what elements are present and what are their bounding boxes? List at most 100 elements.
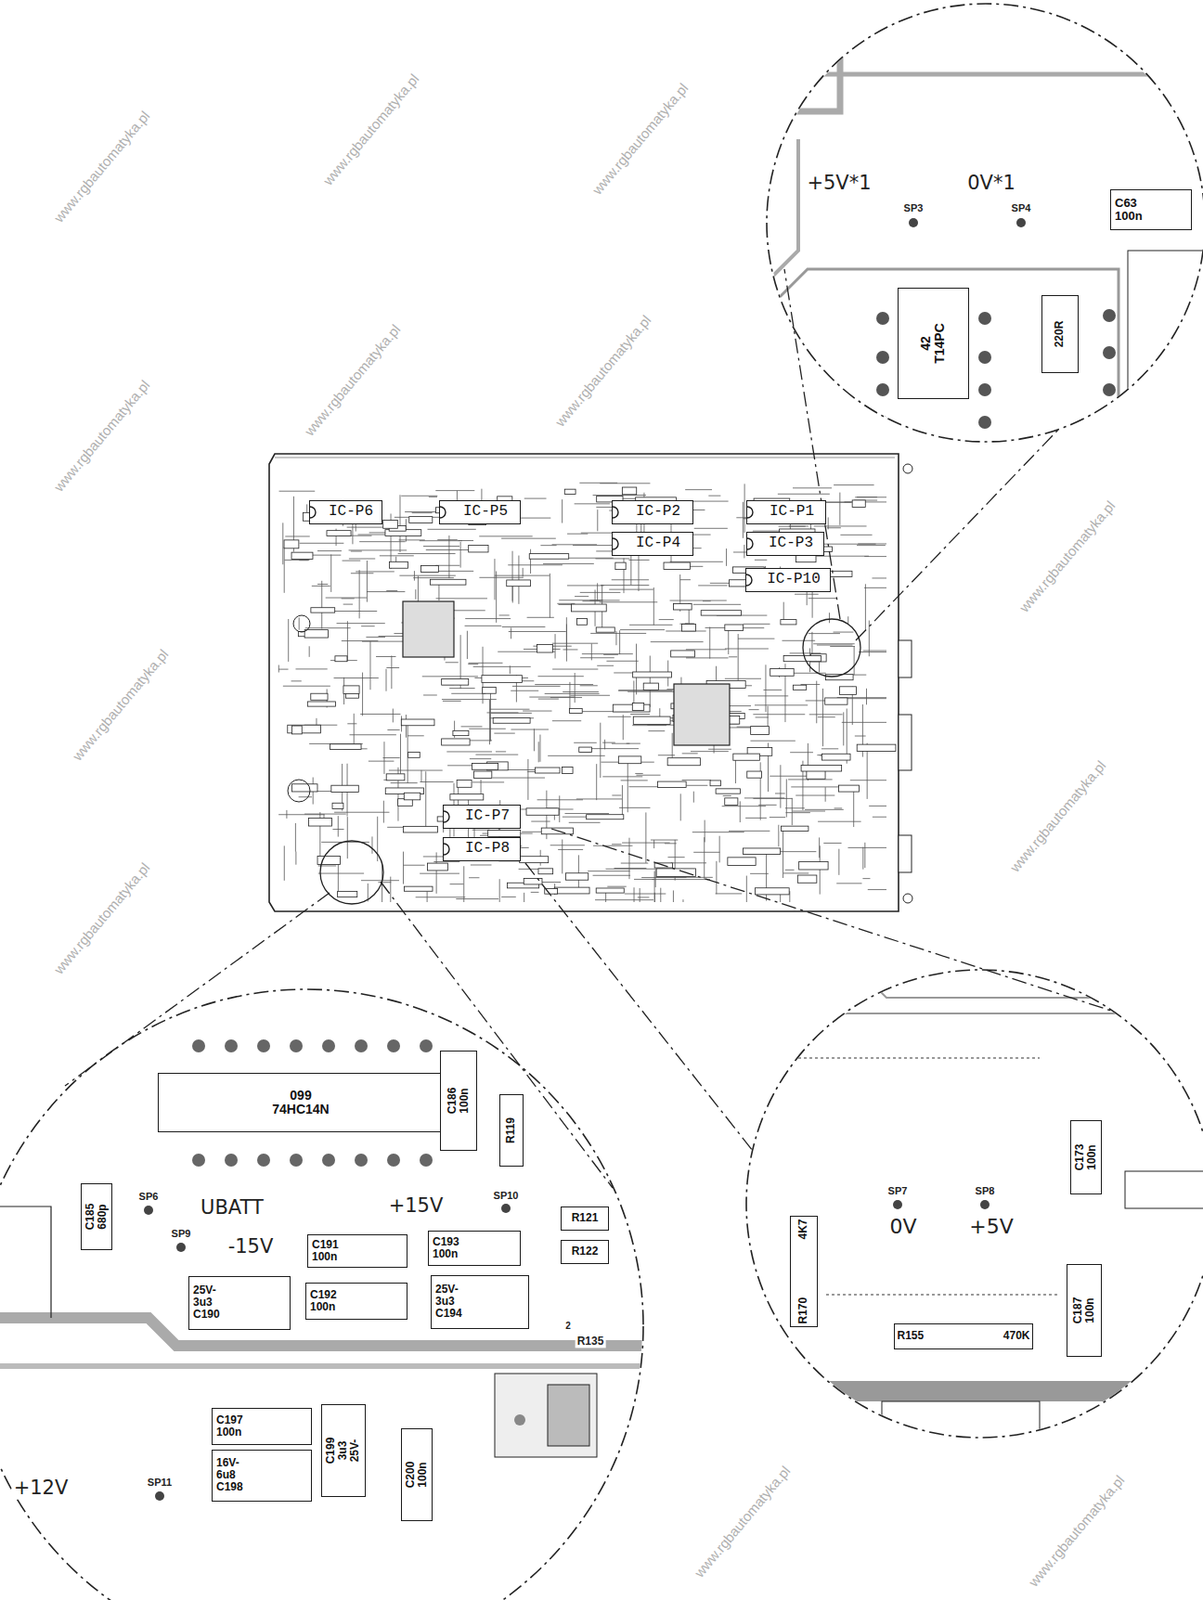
- text-holder: C186100n: [446, 1086, 471, 1115]
- board-trace: [580, 657, 615, 659]
- component-outline: [881, 1401, 1040, 1458]
- component-label: 6u8: [216, 1469, 245, 1482]
- ic-footprint: [538, 868, 554, 875]
- callout-circle: [0, 989, 644, 1600]
- board-trace: [342, 560, 362, 562]
- test-point-label: SP3: [902, 202, 926, 214]
- board-trace: [510, 627, 512, 639]
- board-trace: [461, 725, 483, 727]
- board-trace: [872, 816, 887, 818]
- board-trace: [549, 573, 551, 619]
- capacitor-box: C1993u325V-: [321, 1404, 366, 1498]
- board-trace: [334, 812, 389, 814]
- board-trace: [386, 590, 398, 592]
- text-holder: IC-P3: [767, 535, 815, 553]
- component-label: C187: [1072, 1296, 1085, 1325]
- ic-footprint: [852, 500, 866, 508]
- board-trace: [795, 795, 835, 797]
- board-trace: [349, 557, 376, 559]
- board-trace: [596, 582, 598, 601]
- board-trace: [457, 540, 474, 542]
- ic-footprint: [780, 620, 797, 625]
- board-trace: [789, 751, 814, 753]
- component-label: C200: [404, 1461, 417, 1489]
- board-trace: [744, 483, 746, 533]
- board-trace: [604, 739, 606, 750]
- board-trace: [739, 801, 741, 823]
- board-trace: [596, 665, 614, 667]
- board-trace: [347, 816, 349, 859]
- board-trace: [478, 577, 523, 579]
- test-point-label: SP7: [886, 1185, 910, 1197]
- board-trace: [561, 499, 563, 523]
- ic-footprint: [797, 875, 817, 883]
- ic-footprint: [526, 808, 559, 815]
- ic-footprint: [402, 826, 438, 833]
- ic-footprint: [783, 655, 821, 661]
- board-trace: [501, 538, 557, 540]
- text-holder: R121: [570, 1212, 599, 1225]
- board-trace: [629, 624, 673, 626]
- text-holder: C193100n: [432, 1236, 461, 1261]
- ic-footprint: [473, 771, 492, 779]
- board-trace: [415, 896, 466, 898]
- board-trace: [379, 555, 414, 557]
- notch-arc: [443, 811, 450, 823]
- board-trace: [371, 836, 373, 854]
- board-trace: [649, 656, 651, 708]
- board-trace: [871, 577, 887, 579]
- board-trace: [304, 814, 347, 815]
- board-trace: [448, 535, 450, 579]
- zoom-marker: [802, 619, 861, 677]
- component-label: 680p: [96, 1203, 109, 1231]
- board-trace: [647, 730, 665, 732]
- board-trace: [362, 672, 363, 717]
- board-trace: [392, 709, 394, 724]
- board-trace: [822, 688, 824, 747]
- board-trace: [599, 723, 601, 778]
- board-trace: [449, 687, 475, 689]
- orientation-notch: [443, 838, 453, 861]
- ic-footprint: [595, 888, 624, 893]
- board-trace: [501, 896, 517, 898]
- ic-footprint: [792, 685, 806, 690]
- board-trace: [527, 759, 529, 801]
- qfp-chip: [402, 601, 454, 658]
- solder-point: [143, 1205, 154, 1216]
- ic-package: 09974HC14N: [157, 1073, 444, 1133]
- ic-footprint: [317, 856, 341, 866]
- board-trace: [465, 618, 511, 620]
- board-trace: [685, 648, 727, 650]
- board-trace: [685, 785, 708, 787]
- pad: [224, 1153, 238, 1167]
- board-trace: [350, 572, 375, 574]
- voltage-label: -15V: [226, 1236, 276, 1258]
- board-trace: [722, 805, 766, 807]
- board-trace: [423, 694, 438, 696]
- board-trace: [764, 664, 766, 712]
- ic-footprint: [421, 566, 440, 573]
- board-trace: [746, 876, 748, 903]
- board-trace: [651, 879, 711, 880]
- board-trace: [854, 736, 867, 738]
- watermark: www.rgbautomatyka.pl: [50, 858, 155, 979]
- board-trace: [779, 764, 781, 808]
- pin-number: 2: [563, 1320, 573, 1332]
- board-trace: [659, 888, 661, 903]
- watermark: www.rgbautomatyka.pl: [300, 320, 405, 440]
- board-trace: [705, 627, 728, 629]
- voltage-label: +12V: [12, 1477, 71, 1500]
- ic-footprint: [727, 857, 756, 867]
- text-holder: IC-P10: [766, 571, 822, 589]
- notch-arc: [439, 506, 446, 518]
- component-label: C193: [432, 1236, 461, 1249]
- test-point-label: SP10: [491, 1190, 521, 1202]
- text-holder: IC-P4: [634, 535, 682, 553]
- board-trace: [630, 713, 650, 715]
- ic-footprint: [710, 780, 721, 787]
- board-trace: [600, 584, 649, 586]
- ic-footprint: [388, 561, 408, 569]
- board-trace: [823, 842, 841, 844]
- board-trace: [593, 845, 633, 847]
- board-trace: [866, 688, 867, 705]
